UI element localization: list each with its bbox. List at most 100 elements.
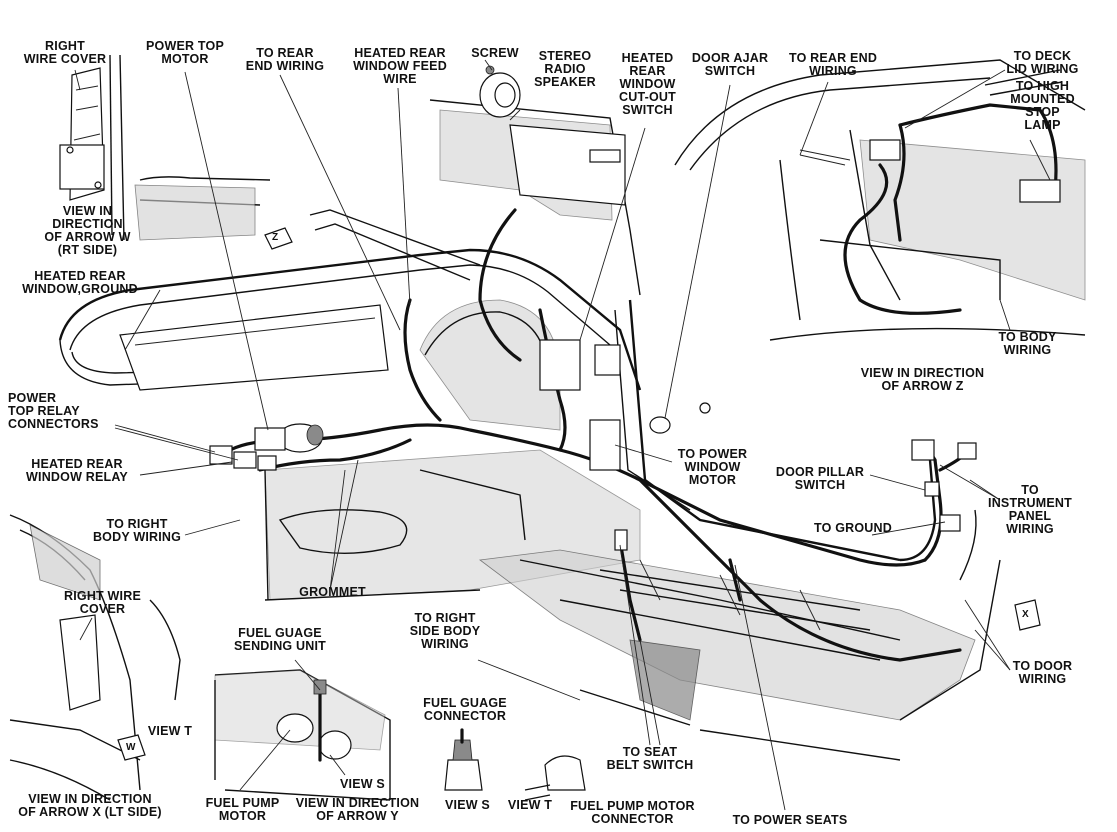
- label-view-t-2-line: VIEW T: [507, 798, 553, 812]
- label-to-body-wiring-line: TO BODY: [998, 330, 1057, 344]
- label-view-arrow-w-line: VIEW IN: [62, 204, 113, 218]
- label-to-rear-end-wiring-1-line: END WIRING: [245, 59, 325, 73]
- label-view-t-2: VIEW T: [500, 799, 560, 812]
- label-screw: SCREW: [465, 47, 525, 60]
- label-to-rear-end-wiring-2-line: WIRING: [809, 64, 857, 78]
- arrow-markers: [117, 227, 1041, 761]
- label-power-top-relay-connectors-line: TOP RELAY: [8, 404, 80, 418]
- label-fuel-guage-sending-unit-line: SENDING UNIT: [234, 639, 326, 653]
- label-view-arrow-z-line: VIEW IN DIRECTION: [860, 366, 985, 380]
- label-heated-rear-window-relay-line: WINDOW RELAY: [26, 470, 128, 484]
- label-to-power-seats: TO POWER SEATS: [715, 814, 865, 827]
- label-heated-rear-window-ground-line: HEATED REAR: [34, 269, 126, 283]
- inset-view-y: [214, 669, 391, 801]
- arrow-w-letter: W: [126, 742, 136, 753]
- label-heated-rear-window-ground-line: WINDOW,GROUND: [22, 282, 138, 296]
- label-to-door-wiring-line: TO DOOR: [1012, 659, 1073, 673]
- label-to-right-side-body-wiring-line: TO RIGHT: [414, 611, 476, 625]
- label-view-arrow-y-line: OF ARROW Y: [316, 809, 399, 823]
- label-view-arrow-w-line: DIRECTION: [52, 217, 123, 231]
- label-to-ground-line: TO GROUND: [814, 521, 892, 535]
- label-to-door-wiring-line: WIRING: [1018, 672, 1067, 686]
- label-heated-rear-window-cutout-switch-line: SWITCH: [622, 103, 673, 117]
- label-heated-rear-window-cutout-switch-line: REAR: [629, 64, 666, 78]
- leader-lines: [74, 59, 1051, 811]
- label-to-high-mounted-stop-lamp-line: LAMP: [1024, 118, 1061, 132]
- label-view-arrow-y-line: VIEW IN DIRECTION: [295, 796, 420, 810]
- label-to-instrument-panel-wiring-line: WIRING: [1006, 522, 1054, 536]
- label-view-s-1: VIEW S: [335, 778, 390, 791]
- label-right-wire-cover-top-line: RIGHT: [45, 39, 85, 53]
- label-power-top-motor-line: MOTOR: [161, 52, 209, 66]
- label-right-wire-cover-lower-line: RIGHT WIRE: [64, 589, 141, 603]
- label-view-s-1-line: VIEW S: [340, 777, 385, 791]
- label-view-arrow-w-line: (RT SIDE): [57, 243, 118, 257]
- label-heated-rear-window-feed-wire-line: HEATED REAR: [354, 46, 446, 60]
- label-fuel-pump-motor-line: FUEL PUMP: [205, 796, 280, 810]
- label-view-t-1-line: VIEW T: [147, 724, 193, 738]
- arrow-z-letter: Z: [272, 232, 279, 243]
- view-t-connector: [524, 755, 586, 801]
- main-body-tub: [58, 99, 1001, 761]
- label-right-wire-cover-lower-line: COVER: [79, 602, 126, 616]
- label-to-seat-belt-switch-line: BELT SWITCH: [606, 758, 694, 772]
- label-heated-rear-window-cutout-switch-line: CUT-OUT: [619, 90, 676, 104]
- label-to-right-side-body-wiring-line: SIDE BODY: [409, 624, 481, 638]
- label-to-body-wiring-line: WIRING: [1003, 343, 1052, 357]
- label-fuel-pump-motor-line: MOTOR: [218, 809, 267, 823]
- components: [209, 65, 977, 551]
- label-stereo-radio-speaker-line: SPEAKER: [534, 75, 596, 89]
- label-to-rear-end-wiring-2-line: TO REAR END: [788, 51, 878, 65]
- label-to-right-side-body-wiring-line: WIRING: [421, 637, 469, 651]
- label-to-instrument-panel-wiring-line: TO: [1021, 483, 1039, 497]
- label-heated-rear-window-relay-line: HEATED REAR: [31, 457, 123, 471]
- label-right-wire-cover-top-line: WIRE COVER: [23, 52, 107, 66]
- label-power-top-relay-connectors-line: POWER: [8, 391, 57, 405]
- label-heated-rear-window-feed-wire-line: WIRE: [383, 72, 417, 86]
- label-heated-rear-window-cutout-switch-line: WINDOW: [619, 77, 676, 91]
- label-view-s-2-line: VIEW S: [445, 798, 490, 812]
- label-view-arrow-x-line: VIEW IN DIRECTION: [28, 792, 152, 806]
- label-door-ajar-switch-line: DOOR AJAR: [691, 51, 769, 65]
- label-screw-line: SCREW: [471, 46, 519, 60]
- label-heated-rear-window-feed-wire-line: WINDOW FEED: [353, 59, 447, 73]
- label-to-rear-end-wiring-1-line: TO REAR: [256, 46, 314, 60]
- label-view-t-1: VIEW T: [140, 725, 200, 738]
- inset-view-x: [9, 514, 181, 801]
- label-view-s-2: VIEW S: [440, 799, 495, 812]
- label-to-power-seats-line: TO POWER SEATS: [732, 813, 848, 827]
- label-power-top-motor-line: POWER TOP: [146, 39, 224, 53]
- label-to-high-mounted-stop-lamp-line: MOUNTED: [1010, 92, 1075, 106]
- label-fuel-guage-connector-line: FUEL GUAGE: [423, 696, 507, 710]
- label-stereo-radio-speaker-line: RADIO: [544, 62, 586, 76]
- label-fuel-guage-connector-line: CONNECTOR: [423, 709, 507, 723]
